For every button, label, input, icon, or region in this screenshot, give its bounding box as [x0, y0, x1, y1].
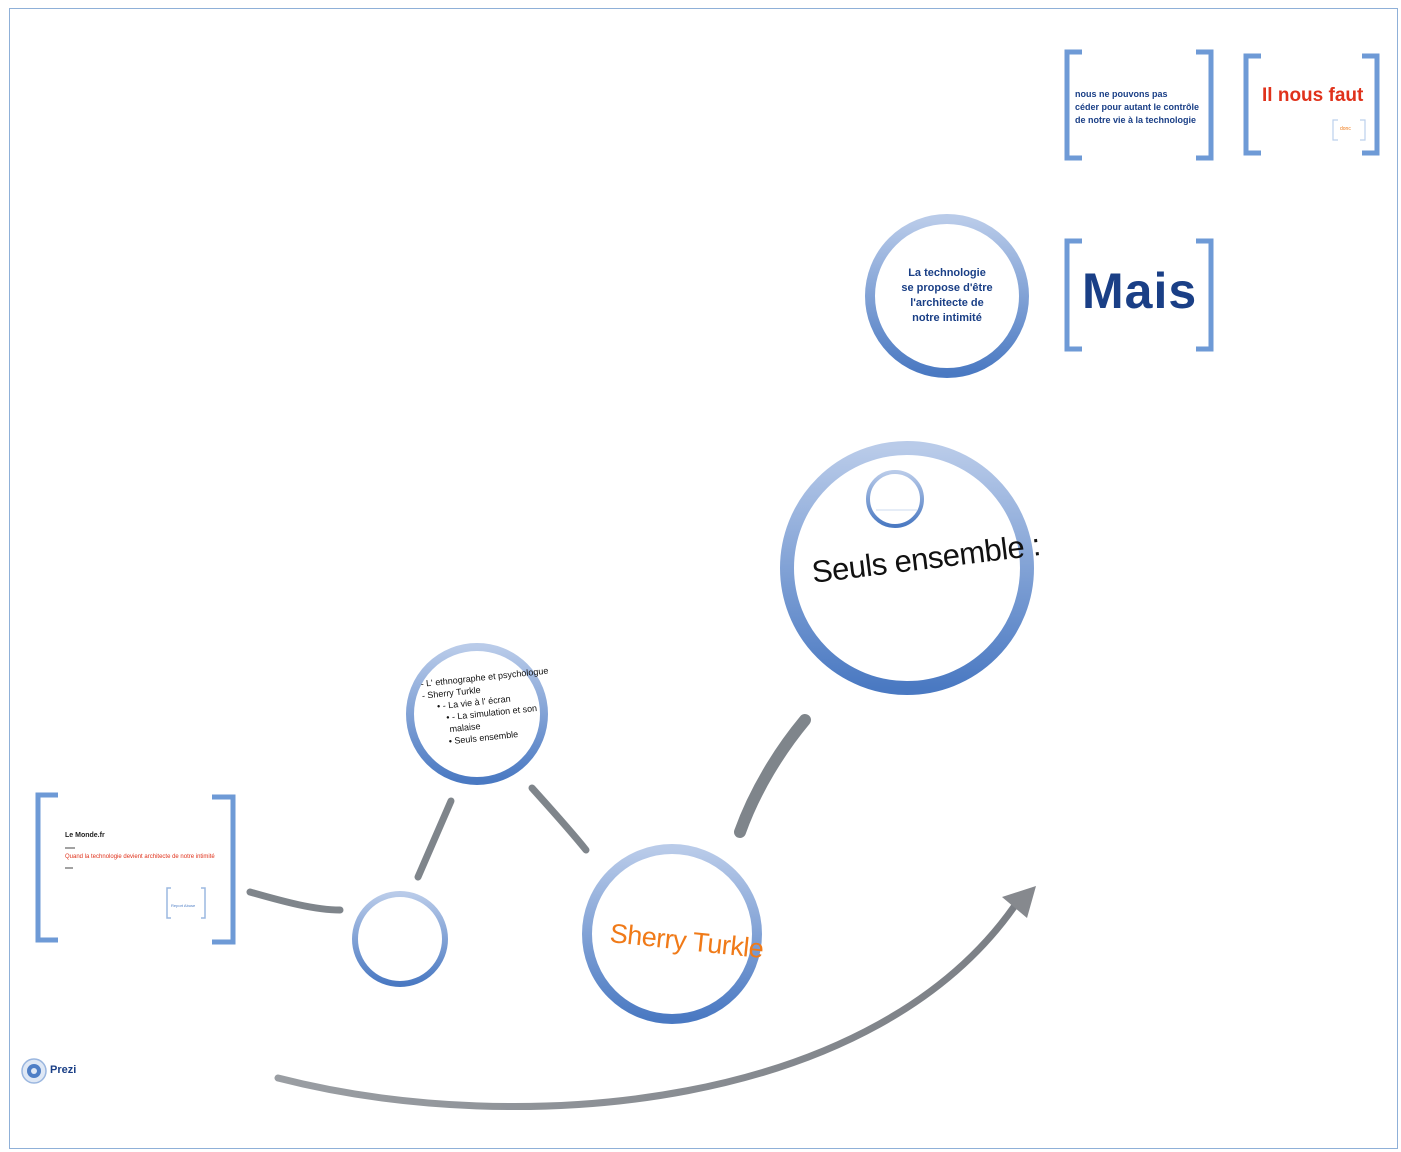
il-nous-faut-title: Il nous faut — [1262, 85, 1364, 106]
bracket-mais — [1064, 238, 1214, 352]
bracket-le-monde — [35, 792, 236, 945]
prezi-label[interactable]: Prezi — [50, 1064, 77, 1076]
lemonde-source: Le Monde.fr — [65, 832, 105, 839]
connector-sherry-seuls — [734, 714, 811, 838]
il-nous-faut-small: donc — [1340, 126, 1351, 132]
bracket-il-nous-faut-mini — [1332, 119, 1366, 141]
top-text-block: nous ne pouvons pas céder pour autant le… — [1075, 88, 1215, 127]
technologie-line-3: l'architecte de — [910, 297, 984, 309]
bracket-report-mini — [166, 887, 206, 919]
mais-text: Mais — [1082, 263, 1198, 319]
technologie-line-4: notre intimité — [912, 312, 982, 324]
connector-ethno-sherry — [528, 784, 590, 854]
ethnographe-text: - L' ethnographe et psychologue - Sherry… — [420, 664, 557, 749]
connector-small-ethno — [414, 797, 455, 881]
circle-technologie-ring[interactable] — [865, 214, 1029, 378]
circle-sherry-ring[interactable] — [582, 844, 762, 1024]
top-text-line-1: nous ne pouvons pas — [1075, 89, 1168, 99]
report-abuse-button[interactable]: Report Abuse — [171, 903, 196, 908]
bracket-top-text — [1064, 49, 1214, 161]
circle-seuls-ring[interactable] — [780, 441, 1034, 695]
path-arrow-head — [1002, 886, 1036, 918]
circle-mini-ring[interactable] — [866, 470, 924, 528]
top-text-line-2: céder pour autant le contrôle — [1075, 102, 1200, 112]
technologie-text: La technologie se propose d'être l'archi… — [887, 266, 1007, 326]
prezi-logo-icon[interactable] — [21, 1058, 47, 1084]
technologie-line-2: se propose d'être — [901, 282, 993, 294]
circle-ethno-ring[interactable] — [406, 643, 548, 785]
circle-small-ring[interactable] — [352, 891, 448, 987]
bracket-il-nous-faut — [1243, 53, 1380, 156]
connector-lemonde — [246, 888, 344, 914]
path-arrow — [274, 894, 1024, 1111]
top-text-line-3: de notre vie à la technologie — [1075, 115, 1197, 125]
lemonde-headline: Quand la technologie devient architecte … — [65, 854, 215, 860]
technologie-line-1: La technologie — [908, 267, 986, 279]
